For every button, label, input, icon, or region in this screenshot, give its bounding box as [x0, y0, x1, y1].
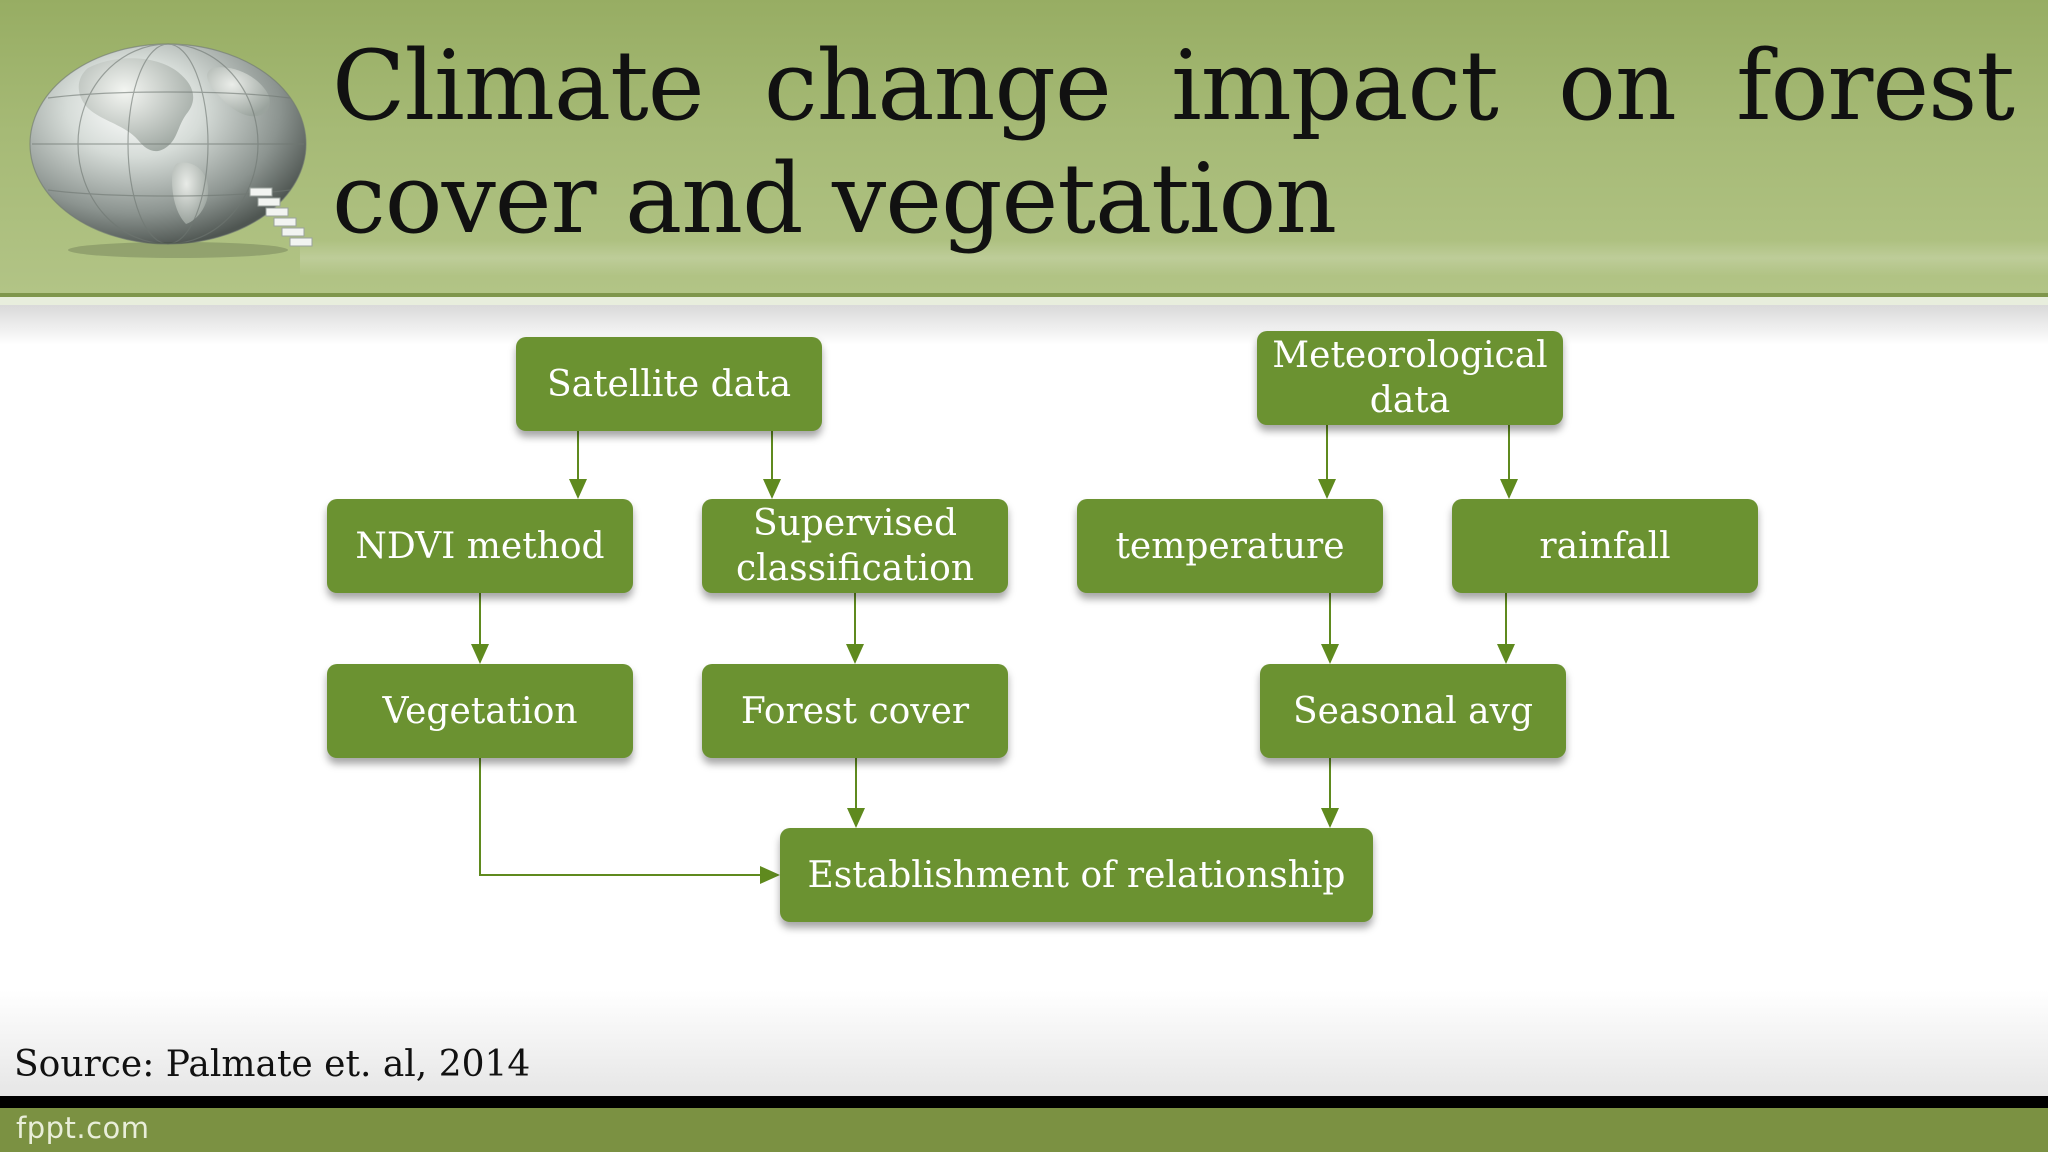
node-supervised-classification: Supervised classification [702, 499, 1008, 593]
node-meteorological-data: Meteorological data [1257, 331, 1563, 425]
slide-header [0, 0, 2048, 295]
node-satellite-data: Satellite data [516, 337, 822, 431]
node-seasonal-avg: Seasonal avg [1260, 664, 1566, 758]
source-citation: Source: Palmate et. al, 2014 [14, 1044, 531, 1085]
slide-footer: fppt.com [0, 1108, 2048, 1152]
edge-vegetation-to-relationship [479, 758, 780, 884]
slide-title: Climate change impact on forest cover an… [332, 30, 2015, 255]
node-forest-cover: Forest cover [702, 664, 1008, 758]
node-ndvi-method: NDVI method [327, 499, 633, 593]
node-rainfall: rainfall [1452, 499, 1758, 593]
header-rule [0, 293, 2048, 297]
bottom-fade [0, 990, 2048, 1096]
footer-divider [0, 1096, 2048, 1108]
footer-logo: fppt.com [16, 1111, 150, 1145]
header-sheen [300, 240, 2048, 276]
header-rule-light [0, 297, 2048, 305]
header-rule-shadow [0, 305, 2048, 345]
node-establishment-of-relationship: Establishment of relationship [780, 828, 1373, 922]
node-vegetation: Vegetation [327, 664, 633, 758]
globe-with-stairs-icon [29, 43, 313, 258]
node-temperature: temperature [1077, 499, 1383, 593]
